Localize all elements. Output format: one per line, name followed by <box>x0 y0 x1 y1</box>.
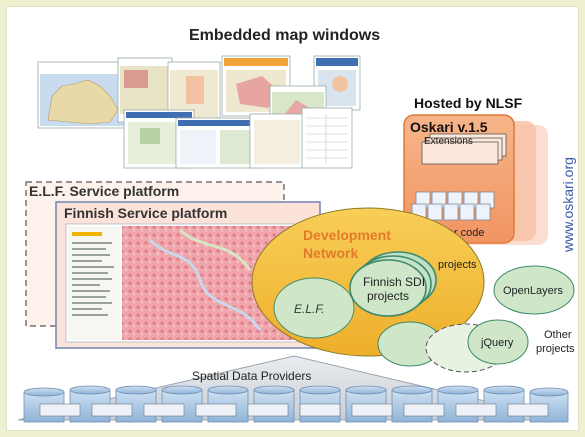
map-thumb-10 <box>301 107 353 169</box>
map-thumb-5 <box>313 55 361 111</box>
hosted-by-title: Hosted by NLSF <box>414 95 523 111</box>
oskari-version-label: Oskari v.1.5 <box>410 119 488 135</box>
development-network-line2: Network <box>303 245 358 261</box>
finnish-sdi-ellipse <box>349 259 427 317</box>
finnish-sdi-line1: Finnish SDI <box>363 275 425 289</box>
finnish-sdi-line2: projects <box>367 289 409 303</box>
embedded-map-windows-title: Embedded map windows <box>189 27 380 44</box>
elf-ellipse-label: E.L.F. <box>294 302 324 316</box>
elf-platform-label: E.L.F. Service platform <box>29 183 179 199</box>
data-provider-cylinders <box>23 385 569 423</box>
map-thumb-8 <box>175 117 263 169</box>
map-thumb-europe <box>37 61 129 129</box>
finnish-platform-label: Finnish Service platform <box>64 205 227 221</box>
other-projects-line2: projects <box>536 343 575 355</box>
spatial-data-providers-title: Spatial Data Providers <box>192 369 311 383</box>
openlayers-ellipse <box>493 265 575 315</box>
extensions-label: Extensions <box>424 136 473 147</box>
master-code-blocks <box>411 191 495 221</box>
map-thumb-9 <box>249 113 305 169</box>
projects-label: projects <box>438 259 477 271</box>
oskari-stack <box>403 114 548 245</box>
openlayers-label: OpenLayers <box>503 285 563 297</box>
elf-ellipse <box>273 277 355 339</box>
other-projects-line1: Other <box>544 329 572 341</box>
jquery-ellipse <box>467 319 529 365</box>
oskari-url: www.oskari.org <box>560 157 576 253</box>
development-network-line1: Development <box>303 227 391 243</box>
map-thumbnails <box>37 55 361 169</box>
jquery-label: jQuery <box>480 337 514 349</box>
